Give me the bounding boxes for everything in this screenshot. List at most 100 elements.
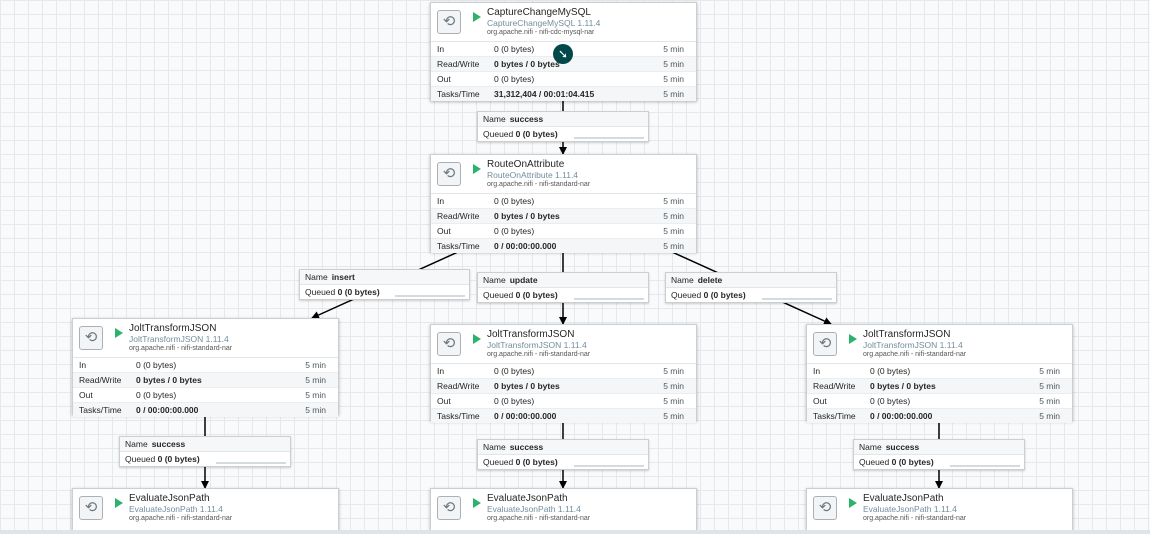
processor-jolttransformjson-delete[interactable]: ⟲ JoltTransformJSON JoltTransformJSON 1.… xyxy=(806,324,1073,423)
conn-queued-label: Queued xyxy=(483,290,514,300)
processor-bundle: org.apache.nifi - nifi-standard-nar xyxy=(487,515,591,522)
stat-in: 0 (0 bytes) xyxy=(494,196,535,206)
conn-name: success xyxy=(509,442,544,452)
processor-bundle: org.apache.nifi - nifi-standard-nar xyxy=(863,351,967,358)
stat-duration: 5 min xyxy=(663,411,684,421)
stat-duration: 5 min xyxy=(663,366,684,376)
conn-queued-label: Queued xyxy=(125,454,156,464)
processor-evaluatejsonpath-middle[interactable]: ⟲ EvaluateJsonPath EvaluateJsonPath 1.11… xyxy=(430,488,697,534)
stat-label-rw: Read/Write xyxy=(437,211,480,221)
stat-tasks: 0 / 00:00:00.000 xyxy=(136,405,199,415)
stat-duration: 5 min xyxy=(663,396,684,406)
conn-queued: 0 (0 bytes) xyxy=(337,287,380,297)
stat-in: 0 (0 bytes) xyxy=(494,44,535,54)
stat-in: 0 (0 bytes) xyxy=(136,360,177,370)
processor-evaluatejsonpath-left[interactable]: ⟲ EvaluateJsonPath EvaluateJsonPath 1.11… xyxy=(72,488,339,534)
processor-name: CaptureChangeMySQL xyxy=(487,7,591,18)
processor-icon: ⟲ xyxy=(437,10,461,34)
queue-bar xyxy=(762,298,832,300)
conn-queued: 0 (0 bytes) xyxy=(891,457,934,467)
conn-name-label: Name xyxy=(671,275,694,285)
play-icon xyxy=(473,498,481,508)
stat-in: 0 (0 bytes) xyxy=(870,366,911,376)
conn-queued-label: Queued xyxy=(483,457,514,467)
stat-label-out: Out xyxy=(79,390,93,400)
queue-bar xyxy=(950,465,1020,467)
conn-queued-label: Queued xyxy=(859,457,890,467)
processor-routeonattribute[interactable]: ⟲ RouteOnAttribute RouteOnAttribute 1.11… xyxy=(430,154,697,253)
processor-type: EvaluateJsonPath 1.11.4 xyxy=(487,504,581,514)
stat-duration: 5 min xyxy=(305,360,326,370)
conn-queued-label: Queued xyxy=(483,129,514,139)
conn-name: delete xyxy=(697,275,723,285)
conn-queued-label: Queued xyxy=(305,287,336,297)
stat-label-tasks: Tasks/Time xyxy=(437,89,480,99)
processor-name: JoltTransformJSON xyxy=(129,323,217,334)
stat-label-tasks: Tasks/Time xyxy=(813,411,856,421)
queue-bar xyxy=(395,295,465,297)
stat-label-tasks: Tasks/Time xyxy=(437,411,480,421)
processor-jolttransformjson-update[interactable]: ⟲ JoltTransformJSON JoltTransformJSON 1.… xyxy=(430,324,697,423)
stat-label-in: In xyxy=(437,196,445,206)
stat-duration: 5 min xyxy=(663,241,684,251)
stat-duration: 5 min xyxy=(663,89,684,99)
conn-name-label: Name xyxy=(483,442,506,452)
play-icon xyxy=(115,498,123,508)
processor-evaluatejsonpath-right[interactable]: ⟲ EvaluateJsonPath EvaluateJsonPath 1.11… xyxy=(806,488,1073,534)
stat-duration: 5 min xyxy=(663,211,684,221)
stat-label-rw: Read/Write xyxy=(437,59,480,69)
play-icon xyxy=(473,12,481,22)
stat-label-in: In xyxy=(79,360,87,370)
stat-label-in: In xyxy=(437,366,445,376)
stat-rw: 0 bytes / 0 bytes xyxy=(494,211,560,221)
stat-in: 0 (0 bytes) xyxy=(494,366,535,376)
stat-label-tasks: Tasks/Time xyxy=(437,241,480,251)
stat-out: 0 (0 bytes) xyxy=(136,390,177,400)
play-icon xyxy=(115,328,123,338)
stat-duration: 5 min xyxy=(663,226,684,236)
conn-name-label: Name xyxy=(483,275,506,285)
stat-duration: 5 min xyxy=(1039,381,1060,391)
processor-icon: ⟲ xyxy=(79,326,103,350)
processor-type: JoltTransformJSON 1.11.4 xyxy=(863,340,963,350)
play-icon xyxy=(849,498,857,508)
stat-label-rw: Read/Write xyxy=(79,375,122,385)
conn-queued: 0 (0 bytes) xyxy=(157,454,200,464)
processor-name: JoltTransformJSON xyxy=(863,329,951,340)
conn-name-label: Name xyxy=(859,442,882,452)
stat-duration: 5 min xyxy=(663,381,684,391)
processor-icon: ⟲ xyxy=(813,332,837,356)
stat-tasks: 31,312,404 / 00:01:04.415 xyxy=(494,89,595,99)
stat-out: 0 (0 bytes) xyxy=(870,396,911,406)
processor-icon: ⟲ xyxy=(79,496,103,520)
queue-bar xyxy=(574,137,644,139)
processor-bundle: org.apache.nifi - nifi-cdc-mysql-nar xyxy=(487,29,595,36)
stat-label-rw: Read/Write xyxy=(813,381,856,391)
stat-label-tasks: Tasks/Time xyxy=(79,405,122,415)
processor-jolttransformjson-insert[interactable]: ⟲ JoltTransformJSON JoltTransformJSON 1.… xyxy=(72,318,339,417)
processor-bundle: org.apache.nifi - nifi-standard-nar xyxy=(863,515,967,522)
conn-name-label: Name xyxy=(125,439,148,449)
stat-duration: 5 min xyxy=(1039,396,1060,406)
transfer-arrow-icon[interactable]: ➘ xyxy=(553,44,573,64)
processor-icon: ⟲ xyxy=(437,496,461,520)
stat-duration: 5 min xyxy=(305,405,326,415)
stat-duration: 5 min xyxy=(663,196,684,206)
conn-name-label: Name xyxy=(305,272,328,282)
stat-out: 0 (0 bytes) xyxy=(494,226,535,236)
conn-name: success xyxy=(151,439,186,449)
processor-name: EvaluateJsonPath xyxy=(487,493,568,504)
stat-label-out: Out xyxy=(437,226,451,236)
stat-duration: 5 min xyxy=(663,74,684,84)
processor-type: JoltTransformJSON 1.11.4 xyxy=(129,334,229,344)
stat-tasks: 0 / 00:00:00.000 xyxy=(870,411,933,421)
processor-bundle: org.apache.nifi - nifi-standard-nar xyxy=(129,345,233,352)
